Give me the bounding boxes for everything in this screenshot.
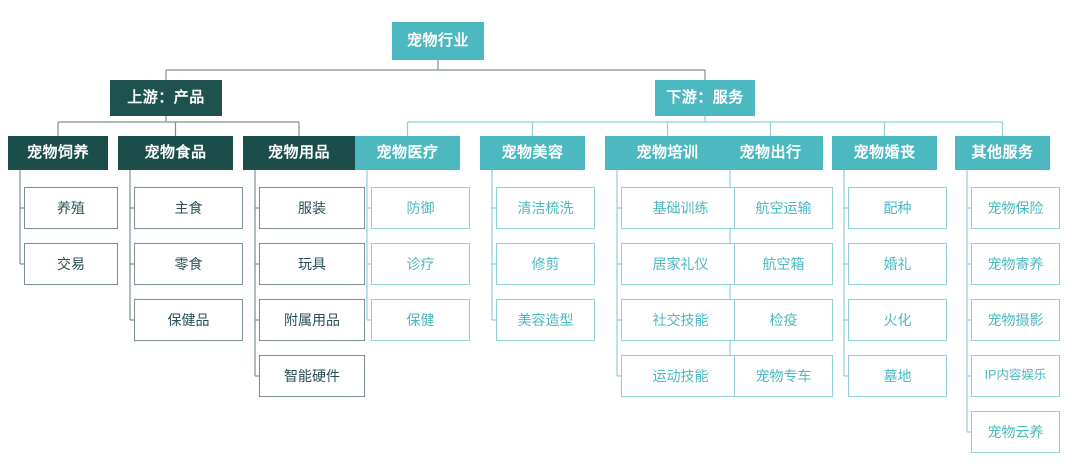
leaf-node-7-0[interactable]: 配种	[848, 187, 947, 229]
leaf-node-8-2[interactable]: 宠物摄影	[971, 299, 1060, 341]
branch-node-downstream[interactable]: 下游：服务	[655, 80, 755, 116]
leaf-node-2-2[interactable]: 附属用品	[259, 299, 365, 341]
leaf-node-0-0[interactable]: 养殖	[24, 187, 118, 229]
leaf-node-5-3[interactable]: 运动技能	[621, 355, 740, 397]
column-header-1[interactable]: 宠物食品	[118, 136, 233, 170]
column-header-2[interactable]: 宠物用品	[243, 136, 355, 170]
leaf-node-8-3[interactable]: IP内容娱乐	[971, 355, 1060, 397]
column-header-8[interactable]: 其他服务	[955, 136, 1050, 170]
leaf-node-2-1[interactable]: 玩具	[259, 243, 365, 285]
leaf-node-3-2[interactable]: 保健	[371, 299, 470, 341]
leaf-node-3-1[interactable]: 诊疗	[371, 243, 470, 285]
column-header-0[interactable]: 宠物饲养	[8, 136, 108, 170]
leaf-node-8-1[interactable]: 宠物寄养	[971, 243, 1060, 285]
leaf-node-0-1[interactable]: 交易	[24, 243, 118, 285]
column-header-3[interactable]: 宠物医疗	[355, 136, 460, 170]
leaf-node-7-1[interactable]: 婚礼	[848, 243, 947, 285]
leaf-node-6-3[interactable]: 宠物专车	[734, 355, 833, 397]
leaf-node-6-0[interactable]: 航空运输	[734, 187, 833, 229]
leaf-node-1-0[interactable]: 主食	[134, 187, 243, 229]
leaf-node-3-0[interactable]: 防御	[371, 187, 470, 229]
branch-node-upstream[interactable]: 上游：产品	[110, 80, 222, 116]
leaf-node-4-1[interactable]: 修剪	[496, 243, 595, 285]
leaf-node-4-0[interactable]: 清洁梳洗	[496, 187, 595, 229]
leaf-node-1-1[interactable]: 零食	[134, 243, 243, 285]
column-header-6[interactable]: 宠物出行	[718, 136, 823, 170]
leaf-node-2-3[interactable]: 智能硬件	[259, 355, 365, 397]
leaf-node-5-0[interactable]: 基础训练	[621, 187, 740, 229]
leaf-node-5-2[interactable]: 社交技能	[621, 299, 740, 341]
leaf-node-2-0[interactable]: 服装	[259, 187, 365, 229]
leaf-node-7-2[interactable]: 火化	[848, 299, 947, 341]
leaf-node-7-3[interactable]: 墓地	[848, 355, 947, 397]
leaf-node-4-2[interactable]: 美容造型	[496, 299, 595, 341]
leaf-node-5-1[interactable]: 居家礼仪	[621, 243, 740, 285]
leaf-node-6-1[interactable]: 航空箱	[734, 243, 833, 285]
column-header-7[interactable]: 宠物婚丧	[832, 136, 937, 170]
leaf-node-6-2[interactable]: 检疫	[734, 299, 833, 341]
column-header-4[interactable]: 宠物美容	[480, 136, 585, 170]
column-header-5[interactable]: 宠物培训	[605, 136, 730, 170]
root-node-pet-industry[interactable]: 宠物行业	[392, 22, 484, 60]
leaf-node-1-2[interactable]: 保健品	[134, 299, 243, 341]
leaf-node-8-4[interactable]: 宠物云养	[971, 411, 1060, 453]
leaf-node-8-0[interactable]: 宠物保险	[971, 187, 1060, 229]
